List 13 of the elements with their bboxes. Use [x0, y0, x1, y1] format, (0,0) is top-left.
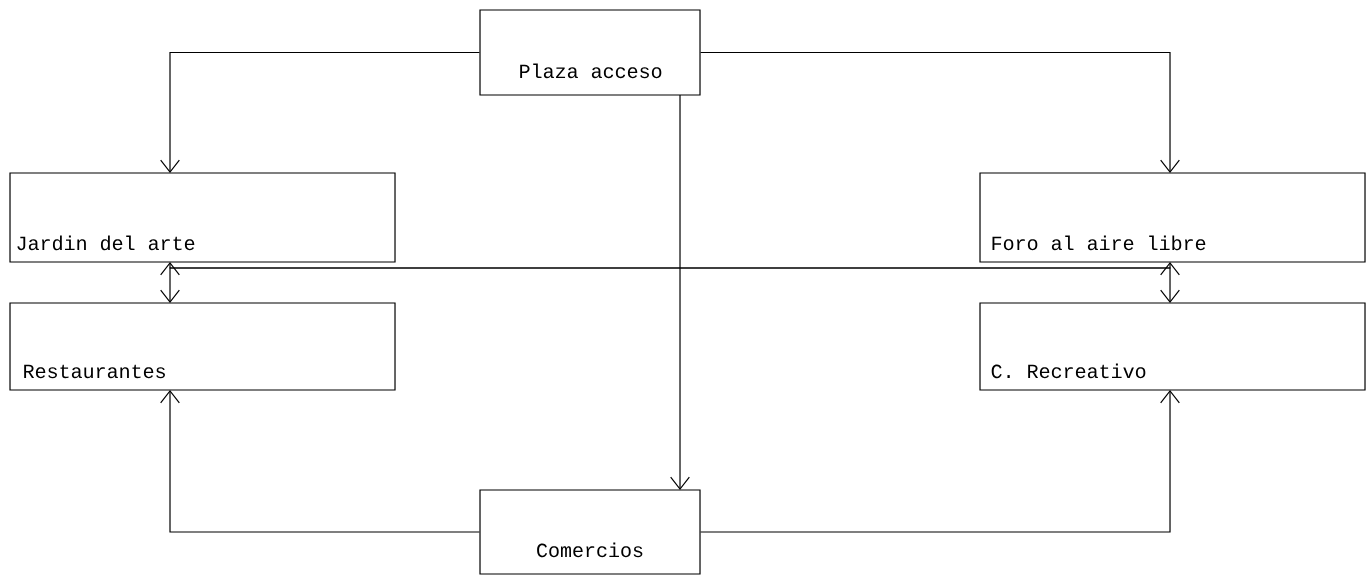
arrow: [160, 51, 480, 173]
process-box: Restaurantes: [9, 302, 396, 391]
process-box: Jardin del arte: [9, 172, 396, 263]
process-box: Comercios: [479, 489, 701, 575]
process-box: Plaza acceso: [479, 9, 701, 96]
process-box: C. Recreativo: [979, 302, 1366, 391]
arrow: [160, 262, 1180, 276]
arrow: [160, 267, 1180, 303]
process-box: Foro al aire libre: [979, 172, 1366, 263]
arrow: [670, 94, 690, 490]
arrow: [700, 51, 1180, 173]
arrow: [700, 390, 1180, 533]
arrow: [160, 390, 480, 533]
